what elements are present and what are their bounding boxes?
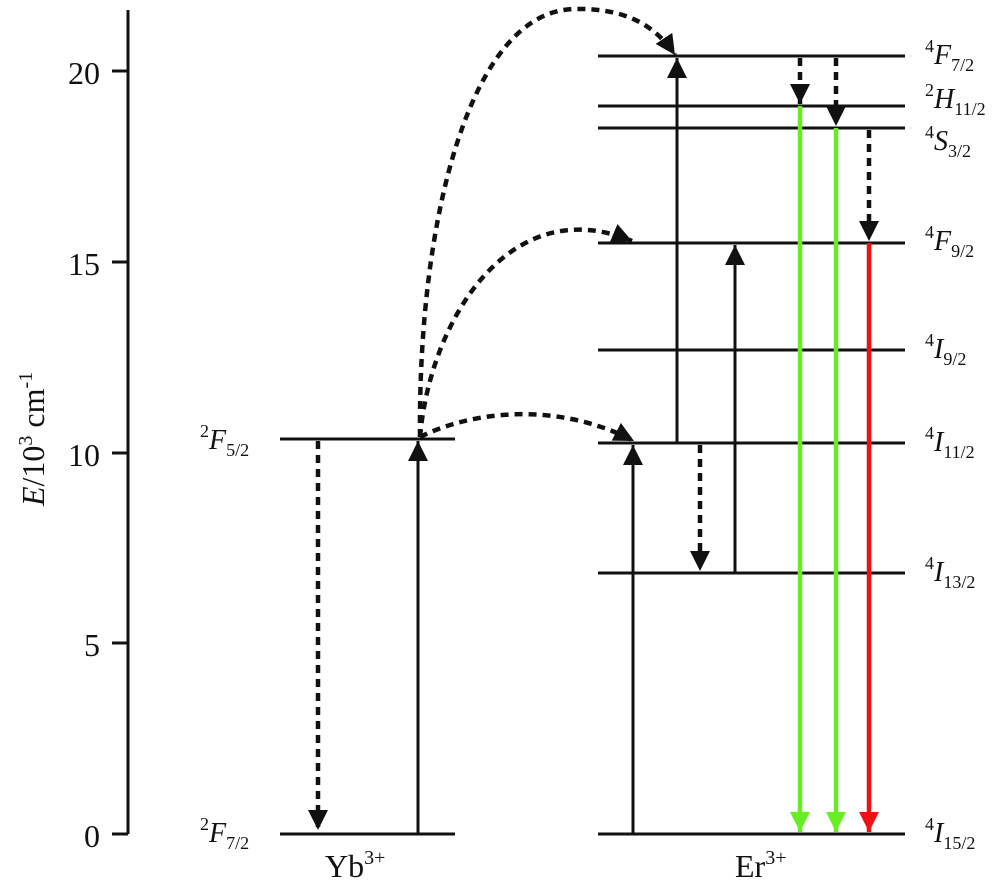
ion-label-er: Er3+ [735,847,786,884]
label-er-4I11-2: 4I11/2 [925,423,975,462]
label-er-4I15-2: 4I15/2 [925,814,975,853]
ion-labels: Yb3+ Er3+ [325,847,786,884]
tick-label-5: 5 [84,627,100,663]
ion-label-yb: Yb3+ [325,847,385,884]
label-yb-2F7-2: 2F7/2 [200,814,249,853]
energy-transfer-to-4F7-2 [417,6,677,438]
tick-label-10: 10 [68,437,100,473]
label-er-4I9-2: 4I9/2 [925,330,966,369]
label-er-4S3-2: 4S3/2 [925,122,971,161]
label-er-4F9-2: 4F9/2 [925,222,974,261]
axis-label: E/103 cm-1 [15,372,51,507]
tick-label-0: 0 [84,818,100,854]
energy-transfer-to-4F9-2 [417,224,633,438]
tick-label-15: 15 [68,246,100,282]
label-er-4F7-2: 4F7/2 [925,36,974,75]
label-er-4I13-2: 4I13/2 [925,553,975,592]
label-er-2H11-2: 2H11/2 [925,80,986,119]
tick-label-20: 20 [68,55,100,91]
label-yb-2F5-2: 2F5/2 [200,421,249,460]
energy-transfer-arrows [417,6,677,443]
energy-axis: 0 5 10 15 20 E/103 cm-1 [15,10,130,854]
level-labels: 2F5/2 2F7/2 4F7/2 2H11/2 4S3/2 4F9/2 4I9… [200,36,986,853]
er-transitions [623,58,879,834]
energy-transfer-to-4I11-2 [418,412,636,443]
yb-transitions [308,441,428,834]
energy-levels [280,54,905,836]
